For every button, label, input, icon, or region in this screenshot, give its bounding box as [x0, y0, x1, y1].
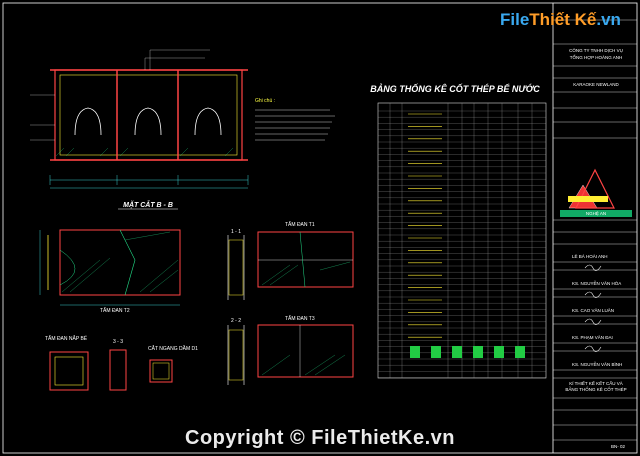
person-4: KS. PHẠM VĂN ĐAI: [572, 334, 613, 340]
person-1: LÊ BÁ HOÀI ANH: [572, 252, 608, 259]
beam-detail: [109, 349, 173, 391]
slab-label-t1: TẤM ĐAN T1: [285, 221, 315, 228]
section-title: MẶT CẮT B - B: [123, 200, 173, 209]
person-3: KS. CAO VĂN LUÂN: [572, 307, 614, 313]
rebar-table: [377, 102, 547, 379]
person-5: KS. NGUYỄN VĂN BÌNH: [572, 361, 622, 367]
company-name-1: CÔNG TY TNHH DỊCH VỤ: [569, 47, 623, 53]
beam-label: CẮT NGANG DẦM D1: [148, 344, 198, 352]
notes-title: Ghi chú :: [255, 98, 275, 104]
signature-2: [584, 291, 602, 298]
slab-label-t2: TẤM ĐAN T2: [100, 307, 130, 314]
signature-3: [584, 318, 602, 325]
cut-label-2: 2 - 2: [231, 318, 241, 324]
title-block: [553, 19, 637, 441]
slab-t1: [227, 231, 354, 300]
signature-1: [584, 264, 602, 271]
sheet-desc-2: BẢNG THỐNG KÊ CỐT THÉP: [565, 385, 626, 392]
watermark-footer: Copyright © FileThietKe.vn: [185, 427, 455, 449]
sheet-desc-1: KÍ THIẾT KẾ KẾT CẤU VÀ: [569, 380, 623, 386]
slab-label-t3: TẤM ĐAN T3: [285, 315, 315, 322]
person-2: KS. NGUYỄN VĂN HÒA: [572, 280, 621, 286]
project-name: KARAOKE NEWLAND: [573, 82, 619, 87]
signature-4: [584, 345, 602, 352]
slab-t2: [39, 229, 181, 306]
slab-label-lid: TẤM ĐAN NẮP BỂ: [45, 334, 88, 342]
cut-label-3: 3 - 3: [113, 339, 123, 345]
company-name-2: TỔNG HỢP HOÀNG ANH: [570, 54, 623, 60]
cut-label-1: 1 - 1: [231, 229, 241, 235]
section-b-b: [30, 49, 249, 189]
brand-name: NGHỆ AN: [586, 209, 606, 216]
sheet-number: BN- 02: [611, 444, 626, 449]
lid-slab: [49, 351, 89, 391]
notes-lines: [255, 109, 335, 141]
watermark-logo: FileThiết Kế.vn: [500, 10, 621, 29]
slab-t3: [227, 324, 354, 385]
table-title: BẢNG THỐNG KÊ CỐT THÉP BỂ NƯỚC: [370, 83, 540, 94]
